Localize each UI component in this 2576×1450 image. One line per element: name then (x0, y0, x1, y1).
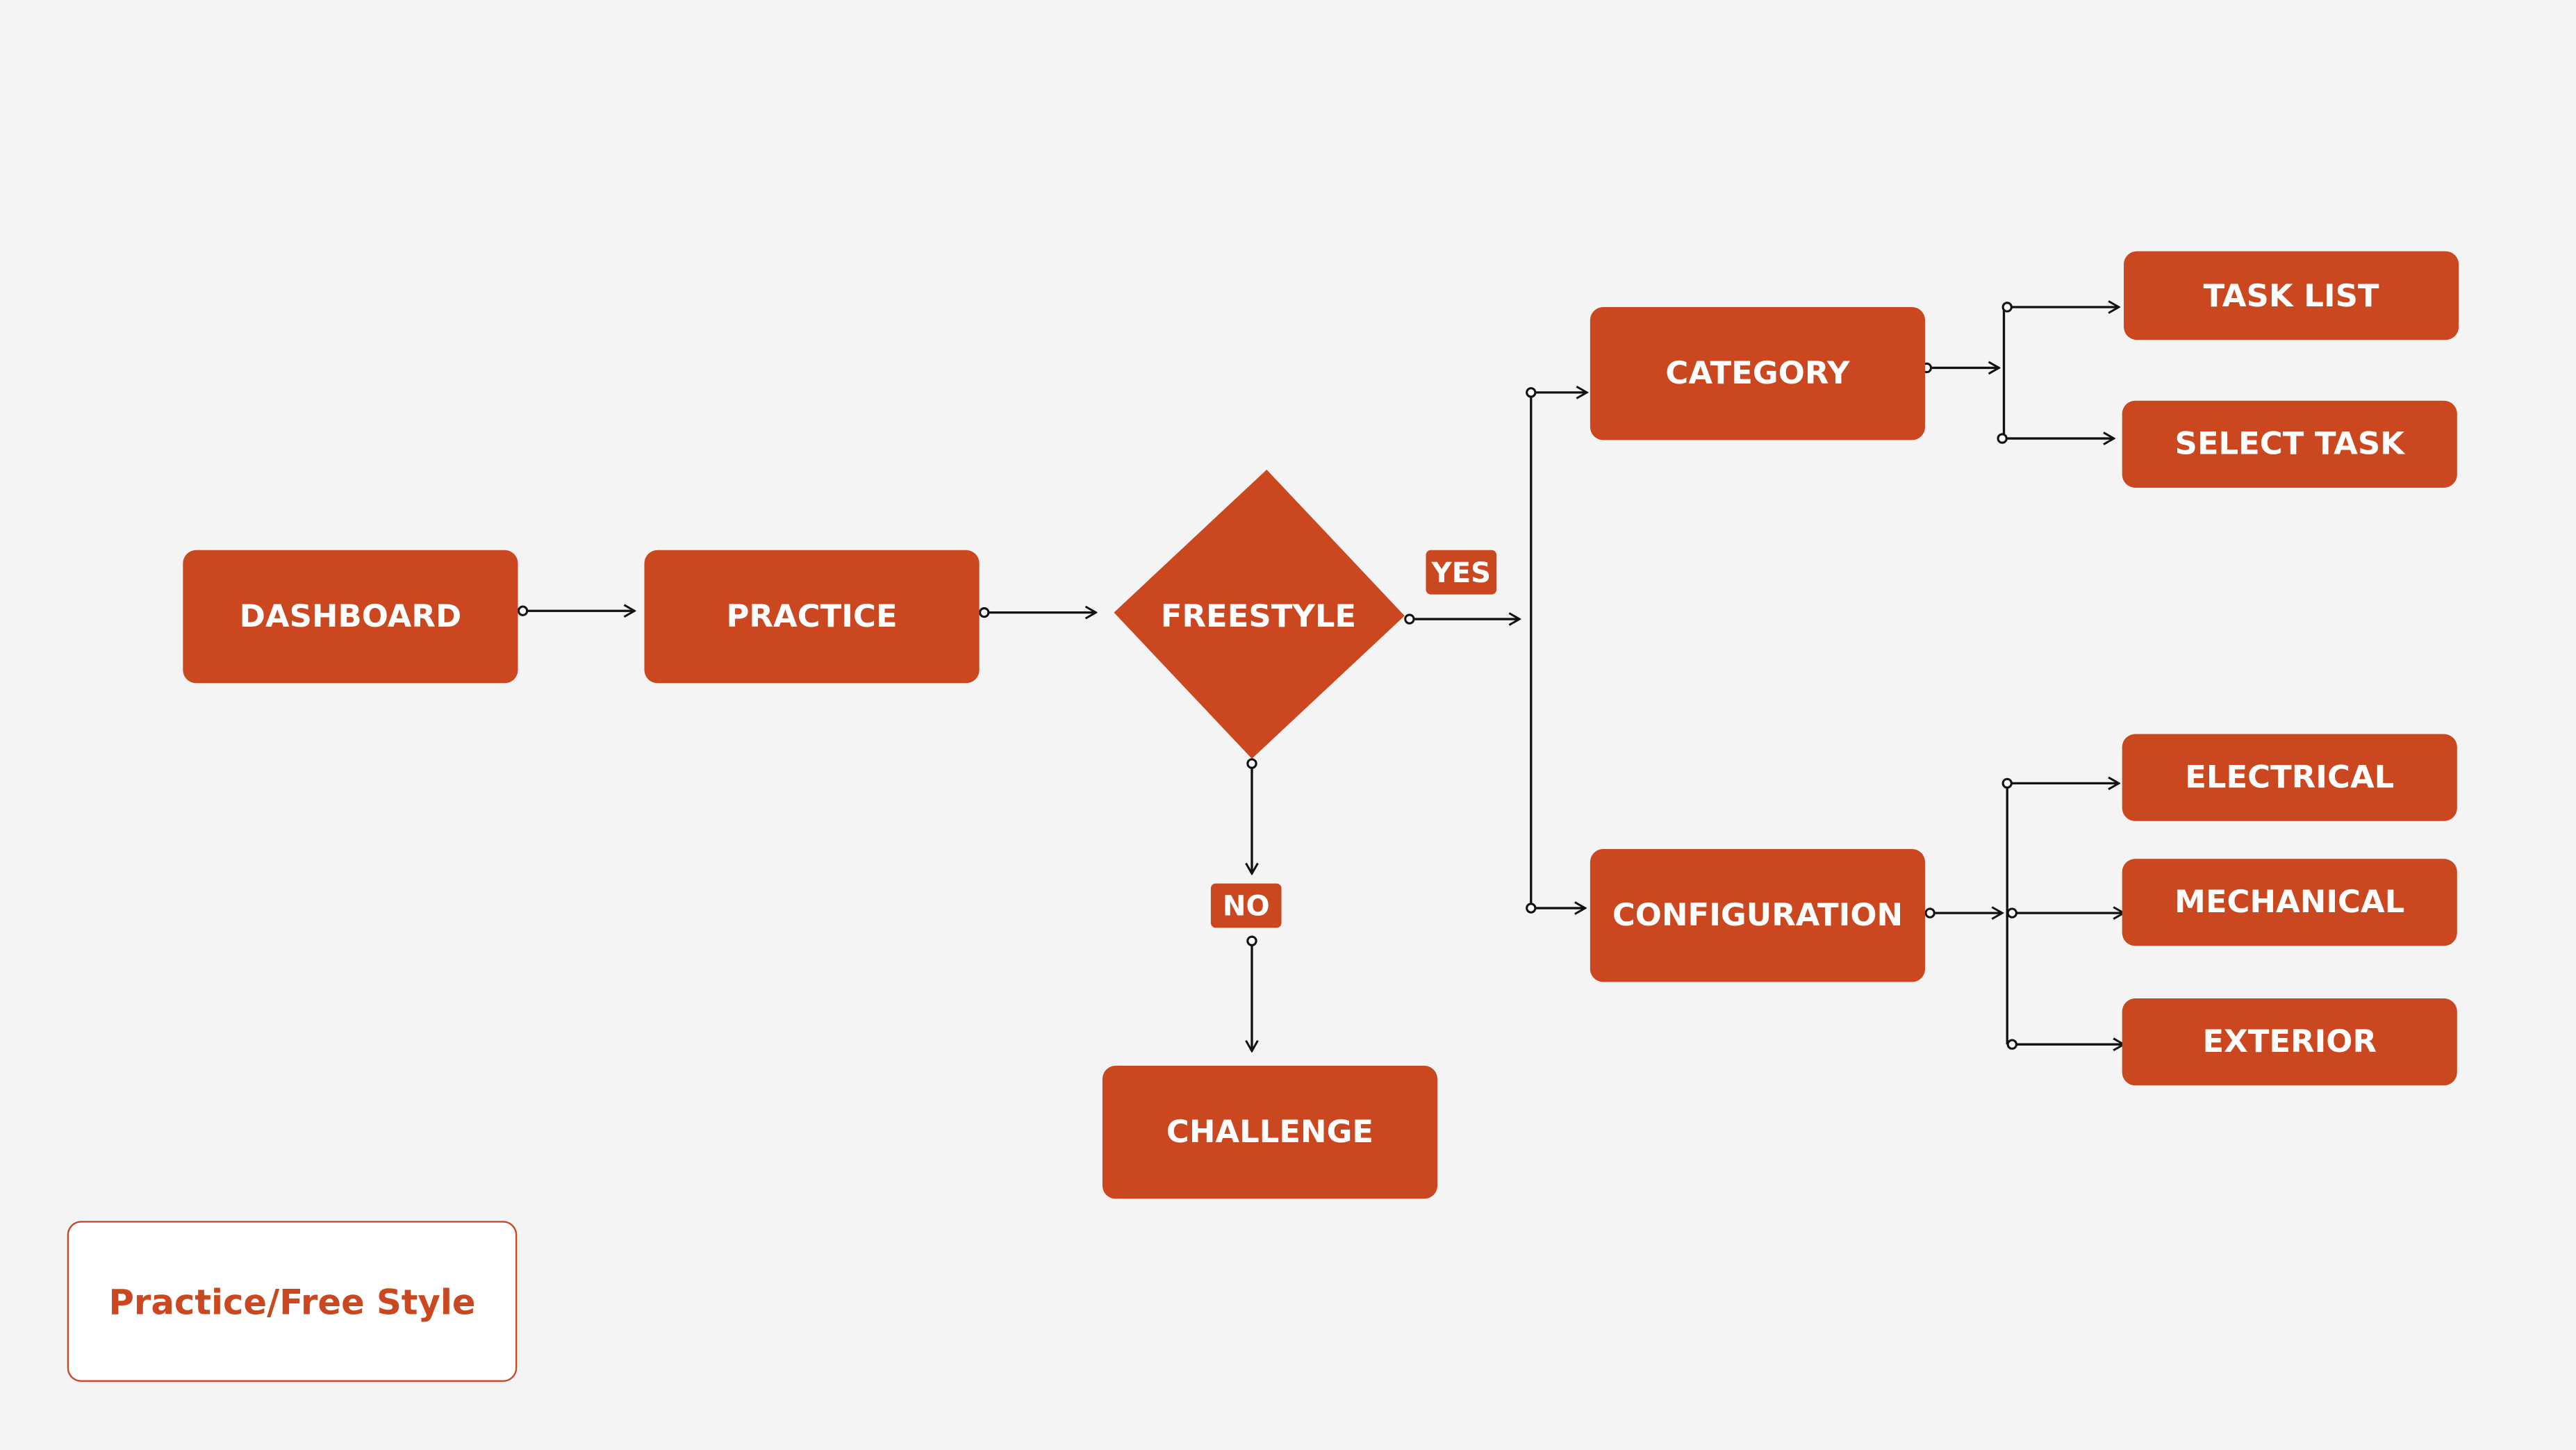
node-task-list[interactable]: TASK LIST (2124, 251, 2459, 340)
node-label: CONFIGURATION (1612, 896, 1903, 933)
badge-label: YES (1431, 557, 1491, 589)
node-practice[interactable]: PRACTICE (644, 550, 980, 684)
node-label: PRACTICE (727, 598, 898, 634)
connectors (517, 302, 2124, 1051)
node-label: EXTERIOR (2202, 1023, 2377, 1060)
node-label: DASHBOARD (240, 598, 462, 634)
node-label: ELECTRICAL (2185, 758, 2394, 795)
node-label: MECHANICAL (2174, 883, 2404, 920)
node-exterior[interactable]: EXTERIOR (2122, 998, 2457, 1086)
node-label: SELECT TASK (2175, 425, 2406, 462)
badge-no: NO (1210, 883, 1282, 928)
connector-dots (517, 302, 2017, 1050)
node-configuration[interactable]: CONFIGURATION (1590, 848, 1926, 982)
node-label: FREESTYLE (1161, 598, 1356, 634)
badge-label: NO (1223, 891, 1270, 923)
node-mechanical[interactable]: MECHANICAL (2122, 859, 2457, 946)
node-select-task[interactable]: SELECT TASK (2122, 400, 2457, 488)
node-category[interactable]: CATEGORY (1590, 306, 1926, 440)
node-challenge[interactable]: CHALLENGE (1102, 1065, 1438, 1199)
legend-title: Practice/Free Style (109, 1282, 476, 1322)
badge-yes: YES (1426, 550, 1497, 595)
node-dashboard[interactable]: DASHBOARD (183, 550, 518, 684)
legend-card: Practice/Free Style (67, 1221, 518, 1382)
node-label: TASK LIST (2204, 277, 2379, 314)
decision-freestyle[interactable]: FREESTYLE (1114, 469, 1405, 759)
node-electrical[interactable]: ELECTRICAL (2122, 734, 2457, 821)
node-label: CATEGORY (1665, 354, 1850, 391)
node-label: CHALLENGE (1166, 1113, 1373, 1150)
